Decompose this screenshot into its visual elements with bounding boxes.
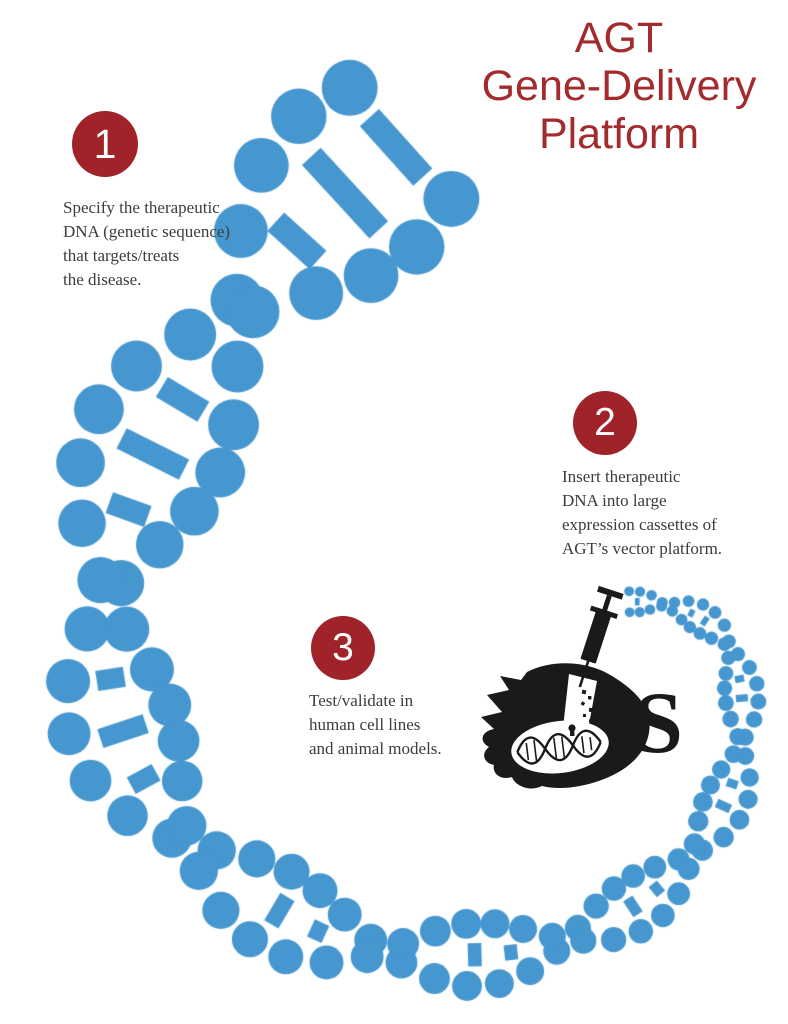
syringe-plunger-handle [596, 585, 624, 600]
step-2-badge: 2 [573, 391, 637, 455]
page-title: AGT Gene-Delivery Platform [481, 14, 757, 159]
dna-window-oval [511, 720, 609, 774]
step-2-description: Insert therapeutic DNA into large expres… [562, 467, 723, 558]
syringe-barrel [580, 611, 611, 664]
step-1-badge: 1 [72, 111, 138, 177]
dna-window [511, 720, 609, 774]
step-3-description: Test/validate in human cell lines and an… [309, 691, 442, 758]
syringe-needle [578, 659, 590, 688]
syringe-flange [589, 605, 619, 619]
step-1: 1 Specify the therapeutic DNA (genetic s… [63, 111, 230, 292]
mini-dna-strand-a [516, 729, 602, 762]
step-1-number: 1 [93, 120, 117, 167]
cat-syringe-illustration: S [481, 585, 683, 789]
mini-dna-rungs [525, 736, 593, 762]
step-2: 2 Insert therapeutic DNA into large expr… [562, 391, 722, 561]
cat-tail: S [634, 675, 683, 772]
step-3-number: 3 [332, 626, 354, 669]
syringe-icon [578, 585, 624, 688]
step-3: 3 Test/validate in human cell lines and … [309, 616, 442, 761]
step-2-number: 2 [594, 401, 616, 444]
syringe-plunger-rod [602, 594, 612, 612]
mini-dna-strand-b [516, 733, 602, 765]
falling-dna-drops [568, 689, 594, 736]
injection-channel [563, 674, 597, 735]
step-3-badge: 3 [311, 616, 375, 680]
step-1-description: Specify the therapeutic DNA (genetic seq… [63, 198, 231, 289]
